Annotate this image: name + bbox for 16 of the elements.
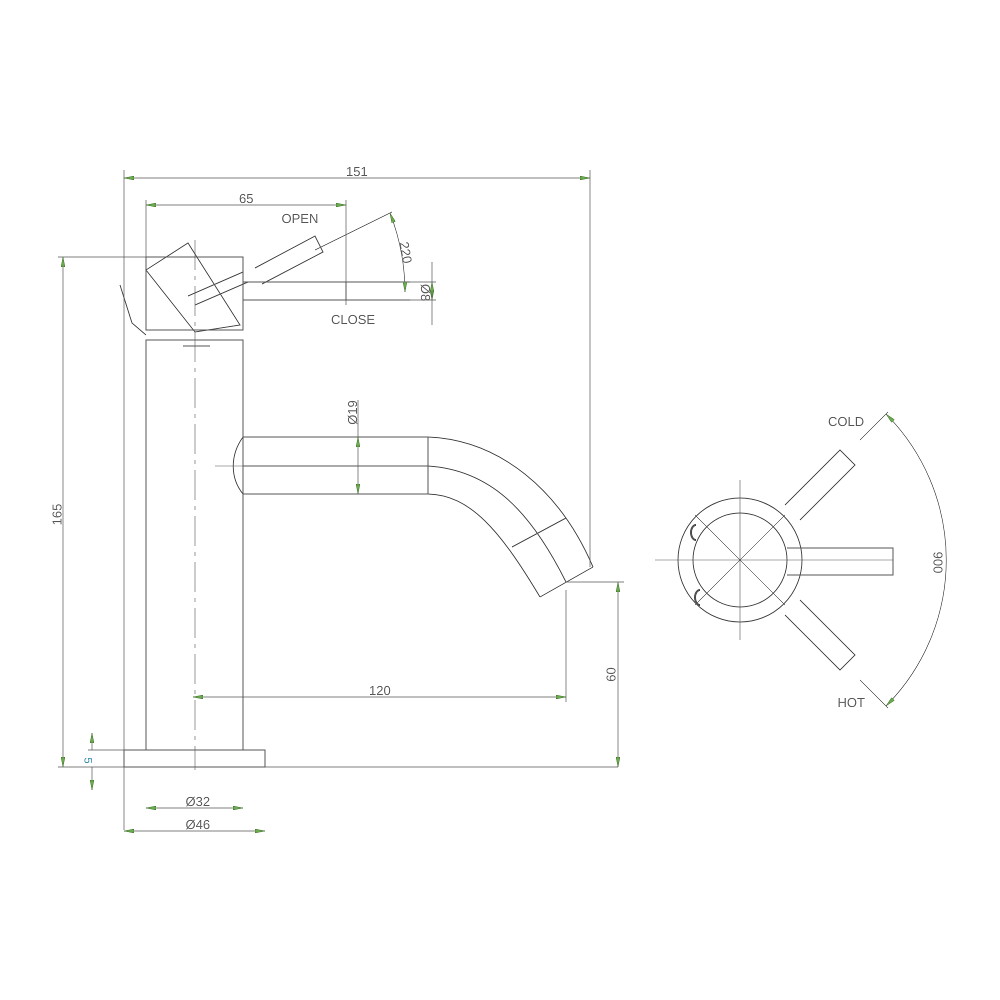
dimension-label: 65 [239, 192, 254, 204]
position-label: HOT [838, 696, 865, 708]
angle-label: 220 [398, 240, 414, 264]
dimension-label: 165 [50, 503, 64, 525]
dimension-label: Ø8 [418, 283, 432, 301]
position-label: CLOSE [331, 312, 376, 326]
dimension-label: 5 [82, 756, 93, 764]
position-label: OPEN [282, 212, 318, 224]
dimension-label: Ø19 [345, 400, 358, 424]
dimension-label: 60 [604, 666, 618, 682]
angle-label: 900 [931, 551, 944, 573]
dimension-label: 151 [346, 164, 368, 178]
dimension-label: Ø46 [186, 818, 210, 830]
dimension-label: 120 [369, 684, 391, 696]
position-label: COLD [828, 414, 864, 428]
dimension-label: Ø32 [186, 794, 210, 808]
